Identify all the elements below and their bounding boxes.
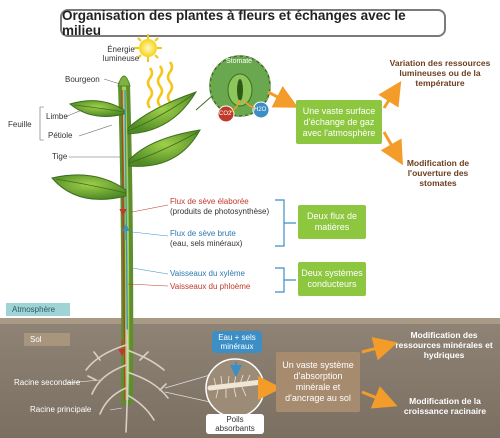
tag-atmosphere: Atmosphère	[6, 303, 70, 316]
vaisseaux-xyleme: Vaisseaux du xylème	[170, 269, 245, 278]
h2o-molecule	[252, 101, 270, 119]
soil-surface	[0, 318, 500, 324]
flux-seve-brute-sub: (eau, sels minéraux)	[170, 239, 243, 248]
label-poils-absorbants: Poils absorbants	[206, 414, 264, 434]
label-feuille: Feuille	[8, 120, 32, 129]
vaisseaux-phloeme: Vaisseaux du phloème	[170, 282, 251, 291]
vessel-bracket	[275, 267, 296, 293]
leaf-upper-left	[68, 100, 125, 117]
bud	[117, 75, 131, 87]
leaf-mid-right	[128, 129, 201, 167]
label-petiole: Pétiole	[48, 131, 73, 140]
label-limbe: Limbe	[46, 112, 68, 121]
label-stomate: Stomate	[226, 58, 253, 65]
note-modif-stomates: Modification de l'ouverture des stomates	[406, 158, 470, 188]
box-deux-flux: Deux flux de matières	[298, 205, 366, 239]
sun-icon	[134, 34, 162, 62]
leaf-upper-right	[127, 91, 198, 135]
label-co2: CO2	[219, 111, 232, 117]
roots	[85, 329, 169, 433]
note-modif-ressources: Modification des ressources minérales et…	[395, 330, 493, 360]
bubble-eau-sels: Eau + sels minéraux	[212, 331, 262, 353]
box-surface-gaz: Une vaste surface d'échange de gaz avec …	[296, 100, 382, 144]
box-systeme-absorption: Un vaste système d'absorption minérale e…	[276, 352, 360, 412]
stomate-zoom	[195, 55, 271, 117]
leaf-lower-left	[51, 174, 127, 200]
note-variation: Variation des ressources lumineuses ou d…	[389, 58, 491, 88]
flux-seve-elaboree-sub: (produits de photosynthèse)	[170, 207, 270, 216]
arrow-to-variation	[378, 80, 402, 109]
label-tige: Tige	[52, 152, 68, 161]
root-hair-zoom	[164, 358, 265, 418]
arrow-to-stomates	[380, 131, 403, 166]
label-bourgeon: Bourgeon	[65, 75, 100, 84]
arrow-stomate-to-box	[267, 86, 299, 108]
note-modif-croissance: Modification de la croissance racinaire	[403, 396, 487, 416]
flux-seve-brute: Flux de sève brute	[170, 229, 236, 238]
label-energie: Énergie lumineuse	[102, 45, 140, 63]
label-racine-secondaire: Racine secondaire	[14, 378, 81, 387]
page-title: Organisation des plantes à fleurs et éch…	[60, 8, 446, 38]
label-racine-principale: Racine principale	[30, 405, 92, 414]
flux-seve-elaboree: Flux de sève élaborée	[170, 197, 249, 206]
label-h2o: H2O	[254, 107, 267, 113]
tag-sol: Sol	[24, 333, 70, 346]
co2-molecule	[217, 105, 235, 123]
box-deux-systemes: Deux systèmes conducteurs	[298, 262, 366, 296]
flux-bracket	[275, 199, 296, 247]
phloem-vessel	[121, 89, 126, 401]
light-rays	[146, 61, 174, 109]
